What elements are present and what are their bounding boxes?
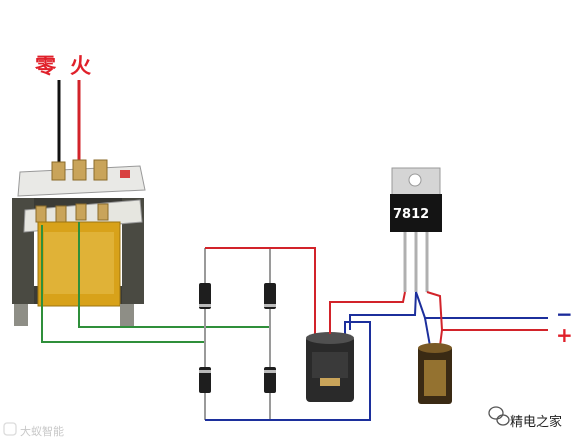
filter-capacitor xyxy=(306,332,354,402)
bridge-rectifier xyxy=(199,248,276,420)
label-neutral: 零 xyxy=(35,53,56,78)
output-negative-label: − xyxy=(556,302,573,326)
regulator-input-wire xyxy=(329,291,406,334)
watermark-logo xyxy=(3,422,17,436)
regulator-ground-wire xyxy=(349,291,417,330)
rectifier-negative-wire xyxy=(205,321,371,421)
output-cap-lead-neg xyxy=(424,317,431,347)
brand-name: 精电之家 xyxy=(510,415,563,430)
output-positive-wire xyxy=(426,291,548,331)
regulator xyxy=(390,167,442,292)
wechat-icon xyxy=(488,406,510,426)
watermark-text: 大蚁智能 xyxy=(20,425,64,438)
regulator-marking: 7812 xyxy=(393,207,430,222)
output-capacitor xyxy=(418,343,452,404)
output-negative-wire xyxy=(415,291,548,319)
output-positive-label: + xyxy=(556,323,573,347)
label-live: 火 xyxy=(70,53,91,78)
transformer xyxy=(12,159,146,326)
